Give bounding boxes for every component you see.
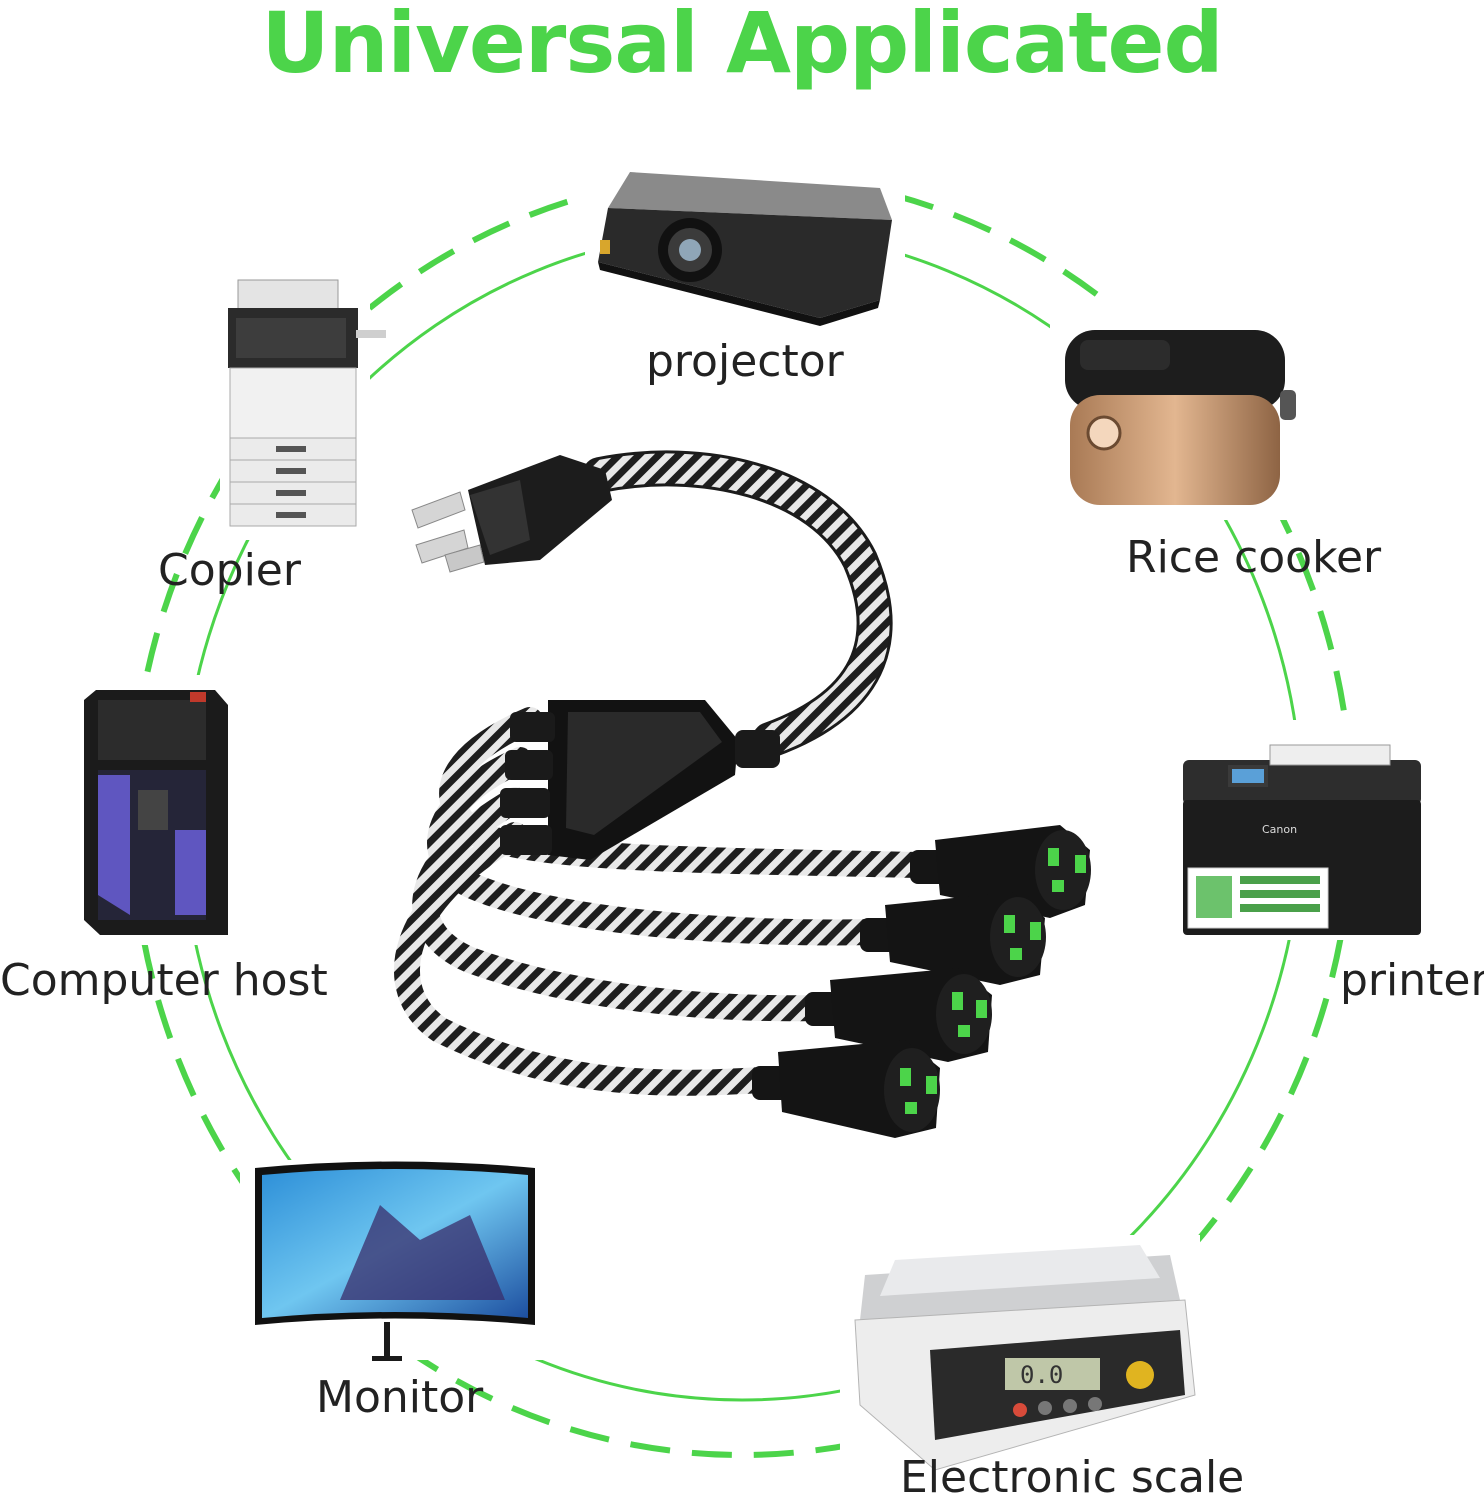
copier-icon bbox=[228, 279, 386, 527]
label-projector: projector bbox=[646, 336, 844, 387]
printer-brand: Canon bbox=[1262, 823, 1297, 836]
printer-icon: Canon bbox=[1183, 744, 1421, 935]
scale-readout: 0.0 bbox=[1020, 1361, 1063, 1389]
computer-tower-icon bbox=[84, 690, 228, 935]
receptacle-1-icon bbox=[910, 825, 1091, 918]
projector-icon bbox=[598, 172, 892, 326]
receptacle-2-icon bbox=[860, 892, 1046, 985]
label-monitor: Monitor bbox=[316, 1372, 484, 1423]
label-copier: Copier bbox=[158, 545, 301, 596]
power-splitter-cord-icon bbox=[394, 450, 1091, 1138]
monitor-icon bbox=[255, 1161, 535, 1361]
rice-cooker-icon bbox=[1065, 330, 1296, 505]
label-rice-cooker: Rice cooker bbox=[1126, 532, 1382, 583]
label-printer: printer bbox=[1340, 955, 1484, 1006]
label-computer-host: Computer host bbox=[0, 955, 328, 1006]
scale-icon: 0.0 bbox=[854, 1245, 1196, 1471]
receptacle-3-icon bbox=[805, 968, 992, 1062]
receptacle-4-icon bbox=[752, 1040, 940, 1138]
page-title: Universal Applicated bbox=[261, 0, 1223, 92]
label-electronic-scale: Electronic scale bbox=[900, 1452, 1245, 1500]
